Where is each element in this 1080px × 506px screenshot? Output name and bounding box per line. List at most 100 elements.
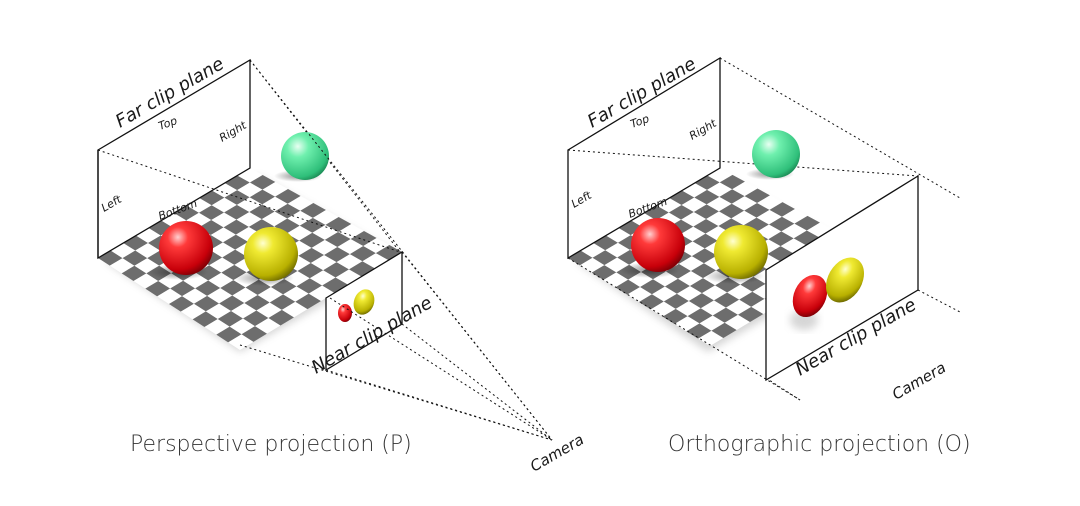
checker-tile [325, 217, 352, 232]
green-sphere [752, 130, 800, 178]
checker-tile [681, 197, 707, 212]
checker-tile [174, 205, 199, 221]
checker-tile [615, 279, 641, 295]
checker-tile [284, 271, 310, 287]
frustum-edge [719, 57, 961, 199]
checker-tile [274, 203, 301, 219]
checker-tile [204, 319, 230, 335]
right-label: Right [217, 119, 249, 145]
checker-tile [702, 285, 728, 301]
checker-tile [738, 306, 764, 322]
checker-tile [121, 265, 147, 281]
checker-tile [224, 204, 250, 220]
checker-tile [363, 238, 390, 254]
near-yellow-sphere [353, 289, 375, 315]
checker-tile [693, 219, 719, 234]
checker-tile [145, 280, 171, 297]
left-label: Left [569, 188, 594, 210]
checker-tile [195, 280, 221, 296]
checker-tile [244, 295, 270, 311]
checker-tile [297, 263, 324, 279]
checker-tile [219, 295, 245, 311]
checker-tile [192, 311, 218, 327]
checker-tile [261, 211, 288, 227]
yellow-sphere [714, 225, 768, 279]
camera-label: Camera [527, 430, 587, 475]
checker-tile [270, 279, 297, 295]
checker-tile [308, 285, 335, 301]
checker-tile [644, 205, 669, 221]
frustum-edge [97, 149, 401, 253]
orthographic-panel: Far clip plane Top Right Left Bottom Nea… [567, 53, 971, 457]
checker-tile [299, 217, 326, 233]
checker-tile [186, 198, 212, 213]
checker-tile [236, 197, 263, 212]
checker-tile [136, 228, 161, 243]
checker-tile [243, 310, 269, 327]
checker-tile [781, 223, 807, 239]
checker-tile [232, 287, 258, 303]
checker-tile [676, 285, 702, 301]
orthographic-caption: Orthographic projection (O) [668, 432, 971, 457]
checker-tile [692, 233, 718, 249]
checker-tile [157, 288, 183, 304]
top-label: Top [157, 114, 179, 133]
checker-tile [731, 196, 758, 211]
checker-tile [193, 295, 220, 312]
checker-tile [712, 307, 738, 323]
checker-tile [706, 211, 732, 226]
checker-tile [668, 205, 694, 220]
checker-tile [336, 254, 363, 270]
checker-tile [109, 258, 135, 274]
checker-tile [268, 309, 294, 326]
frustum-edge [917, 289, 961, 313]
red-sphere [631, 218, 685, 272]
checker-tile [217, 311, 244, 327]
left-label: Left [99, 192, 124, 214]
checker-tile [606, 228, 631, 243]
checker-tile [275, 189, 301, 204]
checker-tile [603, 272, 629, 288]
near-red-sphere [338, 304, 352, 322]
checker-tile [349, 246, 376, 262]
checker-tile [170, 280, 196, 297]
frustum-edge [567, 257, 801, 401]
checker-tile [687, 308, 713, 324]
checker-tile [349, 261, 375, 277]
checker-tile [681, 212, 707, 227]
camera-ray [239, 344, 553, 441]
checker-tile [719, 203, 745, 219]
checker-tile [211, 197, 237, 213]
checker-tile [196, 265, 222, 281]
checker-tile [298, 247, 325, 263]
checker-tile [205, 303, 232, 319]
checker-tile [705, 226, 731, 241]
checker-tile [719, 189, 745, 204]
checker-tile [793, 230, 820, 246]
checker-tile [739, 291, 765, 307]
checker-tile [211, 212, 237, 228]
checker-tile [618, 220, 644, 236]
checker-tile [335, 269, 362, 285]
checker-tile [312, 210, 339, 225]
checker-tile [719, 174, 745, 190]
checker-tile [693, 204, 719, 219]
checker-tile [182, 288, 208, 304]
checker-tile [688, 293, 714, 309]
checker-tile [706, 196, 732, 212]
checker-tile [324, 247, 350, 263]
perspective-caption: Perspective projection (P) [130, 432, 412, 457]
checker-tile [593, 235, 618, 251]
checker-tile [134, 258, 160, 274]
checker-tile [295, 293, 321, 310]
checker-tile [223, 219, 249, 235]
checker-tile [568, 250, 593, 266]
checker-tile [269, 294, 296, 310]
perspective-panel: Far clip plane Top Right Left Bottom Nea… [97, 53, 587, 475]
checker-tile [222, 249, 248, 265]
checker-tile [98, 250, 123, 266]
checker-tile [665, 278, 690, 294]
top-label: Top [629, 112, 651, 131]
checker-tile [311, 239, 338, 255]
